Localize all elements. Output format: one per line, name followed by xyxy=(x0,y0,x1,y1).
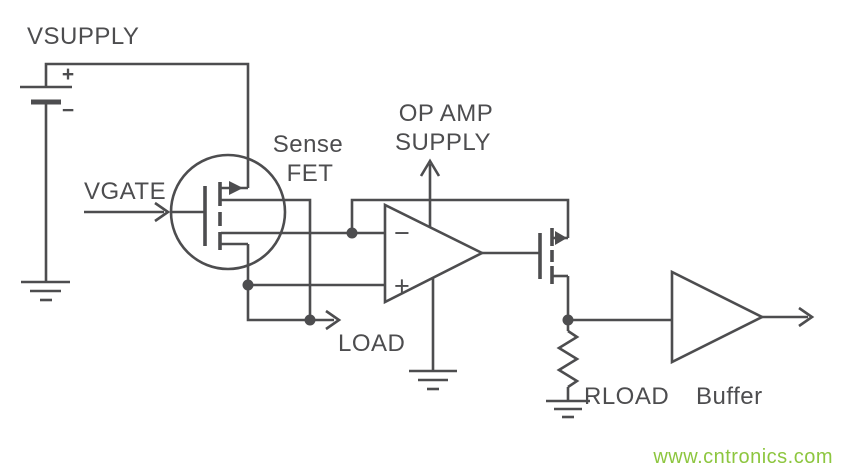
load-label: LOAD xyxy=(338,330,405,357)
opamp-triangle xyxy=(383,202,485,305)
supply-arrowhead-icon xyxy=(419,158,441,177)
battery-icon: + − xyxy=(20,63,74,122)
junction-dot xyxy=(346,227,358,239)
junction-dot xyxy=(562,314,574,326)
main-source-wire xyxy=(221,198,312,320)
resistor-zigzag xyxy=(556,329,580,389)
junction-dot xyxy=(304,314,316,326)
supply-top-wire xyxy=(44,62,250,188)
vsupply-label: VSUPPLY xyxy=(27,23,139,50)
sense-fet-wiring xyxy=(221,198,570,322)
battery-plus-sign: + xyxy=(62,63,74,86)
buffer-label: Buffer xyxy=(696,383,763,410)
mosfet-symbol xyxy=(538,228,570,320)
mosfet-arrow-icon xyxy=(555,231,567,245)
watermark-text: www.cntronics.com xyxy=(652,446,833,468)
kelvin-source-wire xyxy=(246,244,310,322)
battery-ground-icon xyxy=(21,280,70,302)
opamp-supply-arrow xyxy=(419,158,441,227)
opamp-symbol: − + xyxy=(383,202,485,305)
sense-fet-arrow-icon xyxy=(229,181,243,195)
load-arrowhead-icon xyxy=(325,309,342,331)
junction-dot xyxy=(242,279,254,291)
sense-fet-symbol xyxy=(169,153,287,271)
opamp-inverting-sign: − xyxy=(394,218,410,248)
buffer-triangle xyxy=(670,269,765,365)
opamp-supply-label-line2: SUPPLY xyxy=(395,129,491,156)
buffer-symbol xyxy=(670,269,815,365)
opamp-ground-icon xyxy=(409,278,457,391)
rload-label: RLOAD xyxy=(584,383,669,410)
sense-to-mosfet-drain-wire xyxy=(350,198,570,238)
opamp-supply-label-line1: OP AMP xyxy=(399,100,494,127)
sense-fet-label-line1: Sense xyxy=(273,131,344,158)
vgate-label: VGATE xyxy=(84,178,166,205)
junction-dots xyxy=(242,227,574,326)
rload-ground-icon xyxy=(546,399,590,419)
output-arrowhead-icon xyxy=(798,306,815,328)
vgate-arrowhead-icon xyxy=(154,201,171,223)
opamp-noninverting-sign: + xyxy=(394,271,410,301)
battery-minus-sign: − xyxy=(62,99,74,122)
vsupply-wires xyxy=(44,62,250,282)
vgate-arrow xyxy=(84,201,171,223)
sense-fet-label-line2: FET xyxy=(287,160,334,187)
rload-resistor-icon xyxy=(556,320,580,401)
